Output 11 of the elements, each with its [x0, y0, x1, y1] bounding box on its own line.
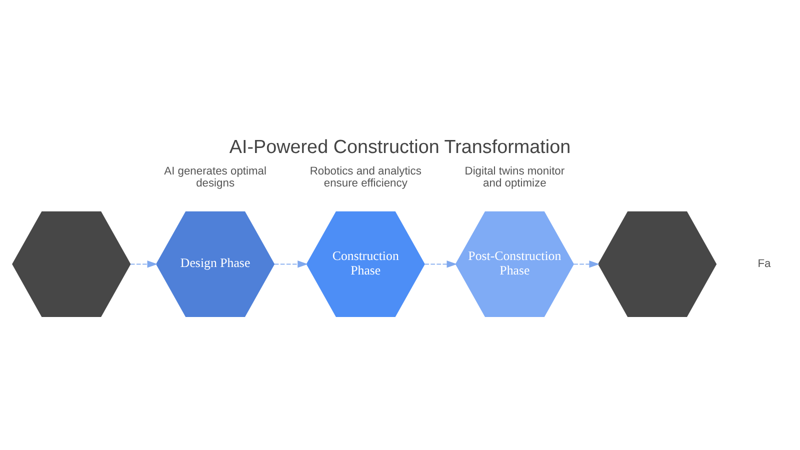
diagram-title: AI-Powered Construction Transformation: [229, 136, 571, 158]
arrow: [130, 260, 158, 268]
arrow: [424, 260, 458, 268]
arrow: [573, 260, 600, 268]
node-label: AI generates optimal designs: [164, 164, 266, 189]
node-label: Robotics and analytics ensure efficiency: [310, 164, 422, 189]
node-hexagon: [12, 210, 131, 316]
label: Fa: [758, 258, 771, 270]
node-label: Digital twins monitor and optimize: [464, 164, 565, 189]
arrow: [274, 260, 308, 268]
node-hexagon: [598, 210, 717, 316]
